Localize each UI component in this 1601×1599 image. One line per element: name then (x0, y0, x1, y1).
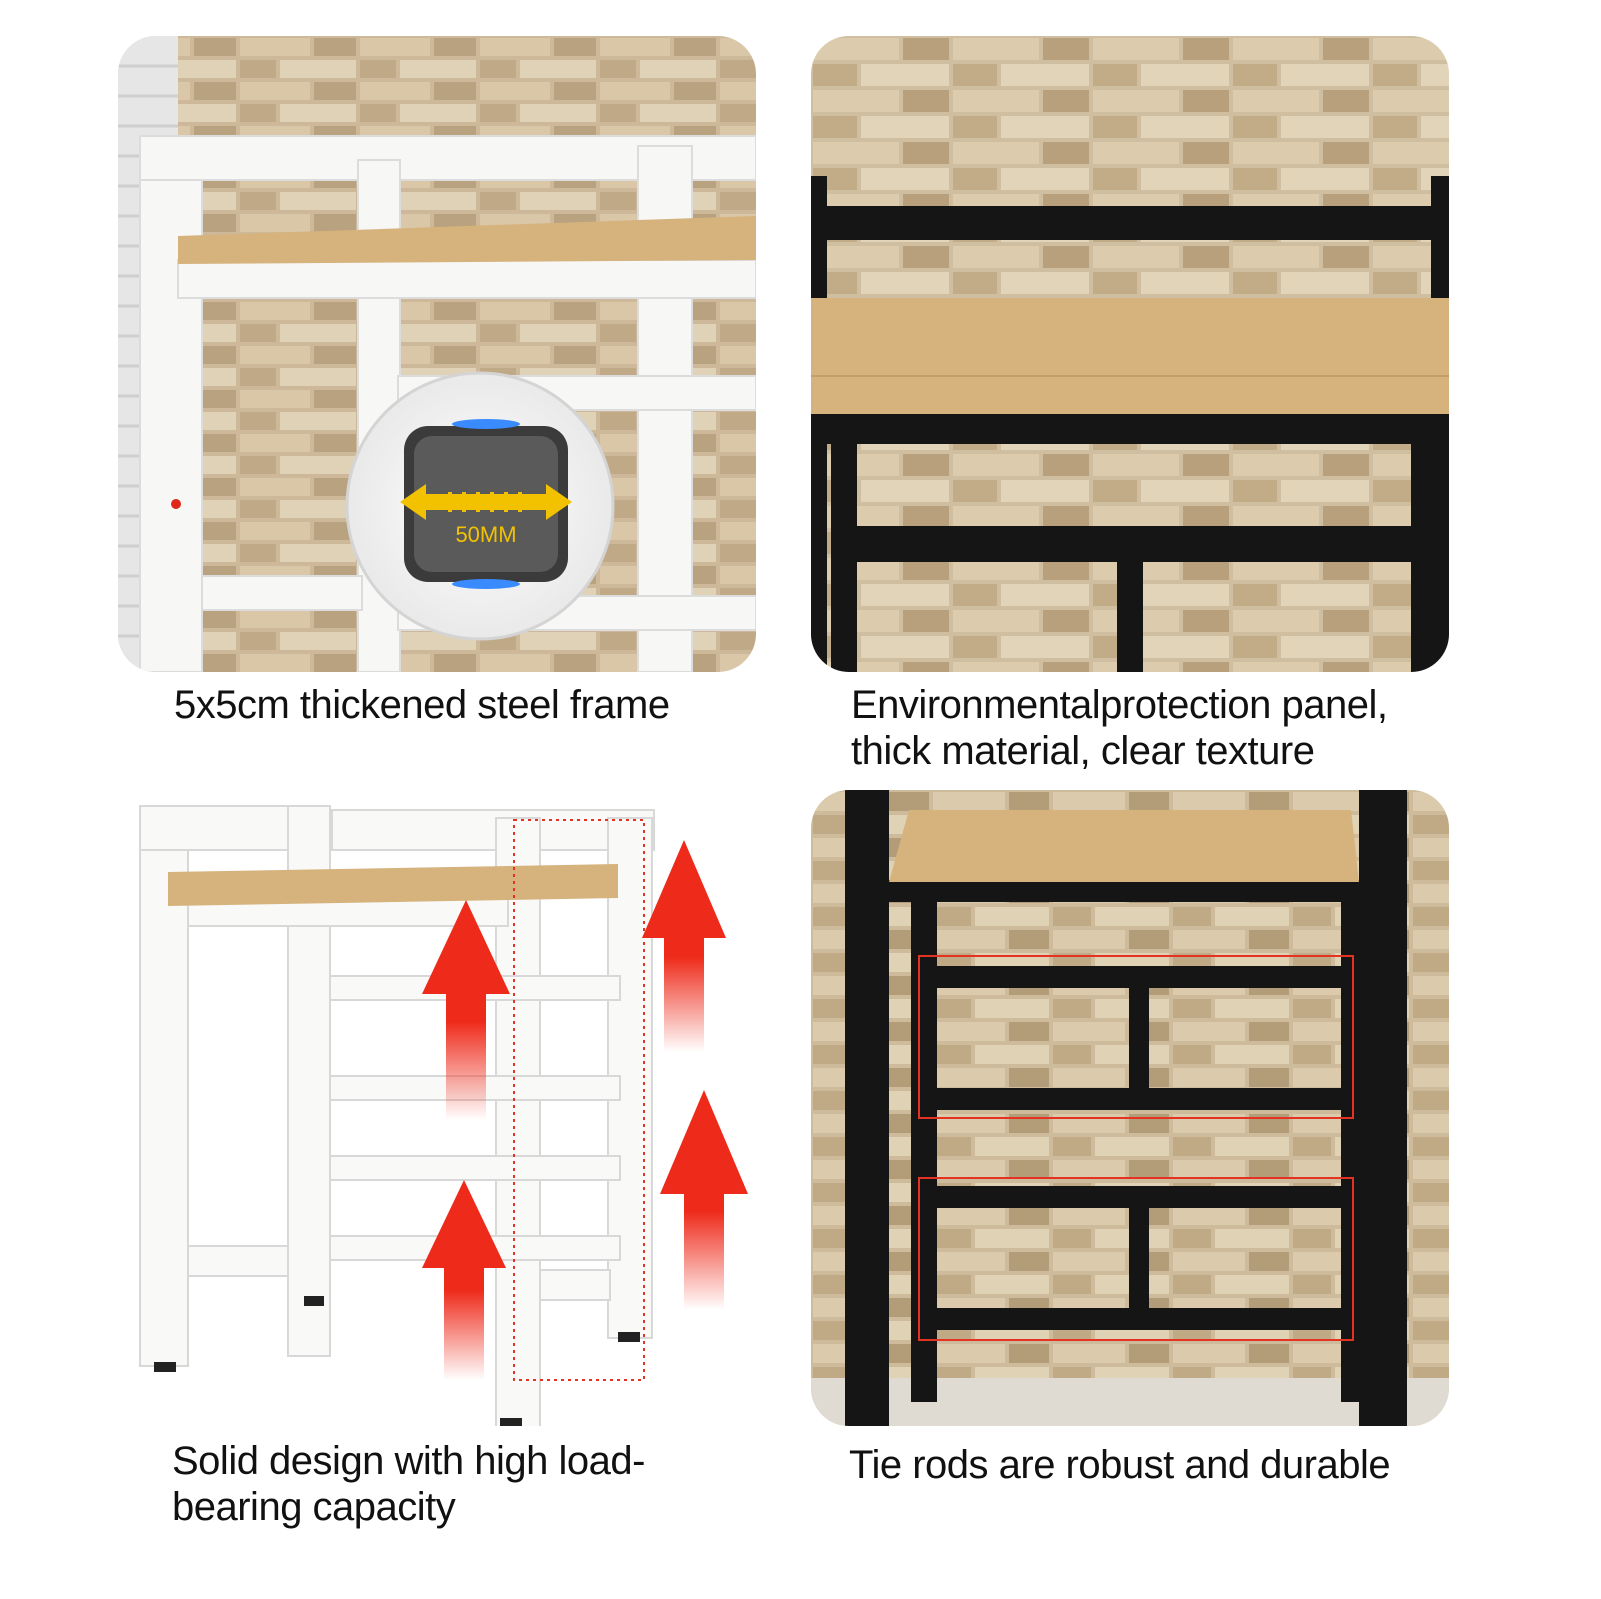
caption-tie-rods: Tie rods are robust and durable (849, 1442, 1391, 1488)
photo-steel-frame: 50MM (118, 36, 756, 672)
panel-texture-illustration (811, 36, 1449, 672)
load-bearing-illustration (118, 790, 756, 1426)
load-arrows (422, 840, 748, 1380)
tie-rod-highlights (918, 955, 1354, 1341)
caption-panel-texture: Environmentalprotection panel, thick mat… (851, 682, 1388, 774)
caption-line: Solid design with high load- (172, 1439, 645, 1483)
caption-line: bearing capacity (172, 1485, 456, 1529)
photo-tie-rods (811, 790, 1449, 1426)
caption-line: 5x5cm thickened steel frame (174, 683, 670, 727)
caption-line: Tie rods are robust and durable (849, 1443, 1391, 1487)
photo-panel-texture (811, 36, 1449, 672)
caption-load-bearing: Solid design with high load- bearing cap… (172, 1438, 645, 1530)
thickness-callout: 50MM (345, 371, 615, 641)
caption-line: thick material, clear texture (851, 729, 1315, 773)
caption-steel-frame: 5x5cm thickened steel frame (174, 682, 670, 728)
callout-label: 50MM (455, 522, 516, 547)
caption-line: Environmentalprotection panel, (851, 683, 1388, 727)
steel-frame-illustration: 50MM (118, 36, 756, 672)
tie-rods-illustration (811, 790, 1449, 1426)
illustration-load-bearing (118, 790, 756, 1426)
